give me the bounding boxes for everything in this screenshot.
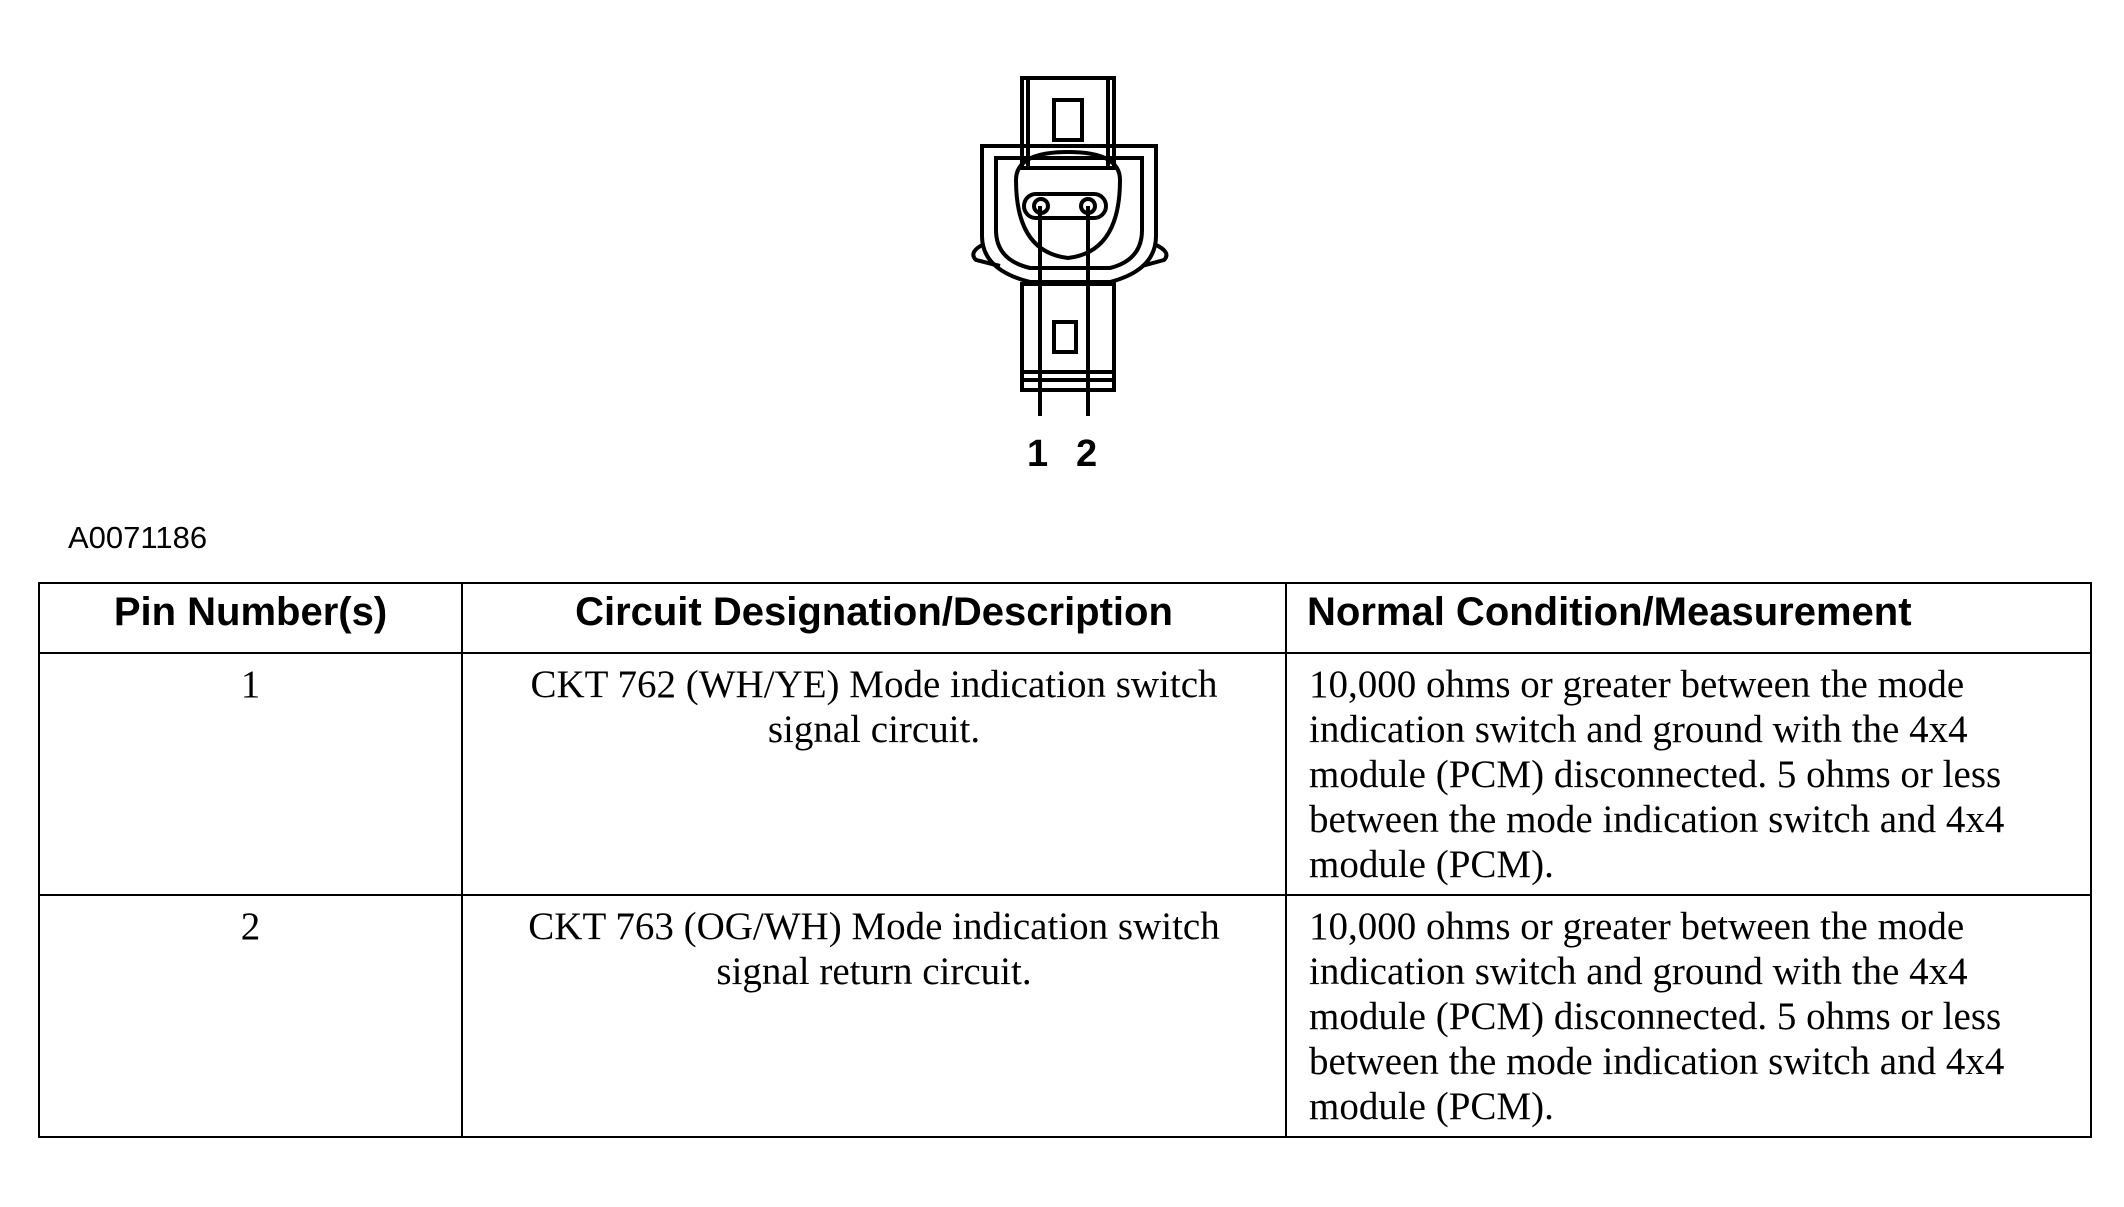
cell-normal: 10,000 ohms or greater between the mode … [1285,652,2092,896]
pinout-table: Pin Number(s) Circuit Designation/Descri… [38,582,2092,1138]
cell-circuit: CKT 763 (OG/WH) Mode indication switch s… [461,894,1287,1138]
terminal-bar [1022,192,1108,220]
connector-diagram: 1 2 [960,60,1200,480]
pin-label-2: 2 [1076,433,1097,475]
pin-label-1: 1 [1027,433,1048,475]
table-header-row: Pin Number(s) Circuit Designation/Descri… [38,582,2092,654]
cell-circuit: CKT 762 (WH/YE) Mode indication switch s… [461,652,1287,896]
connector-top-tab [1020,76,1116,170]
header-normal-condition: Normal Condition/Measurement [1285,582,2092,654]
table-row: 1 CKT 762 (WH/YE) Mode indication switch… [38,652,2092,896]
cell-normal: 10,000 ohms or greater between the mode … [1285,894,2092,1138]
figure-id: A0071186 [68,520,208,555]
cell-pin: 1 [38,652,463,896]
cell-pin: 2 [38,894,463,1138]
header-circuit-description: Circuit Designation/Description [461,582,1287,654]
connector-drawing: 1 2 [971,76,1169,475]
connector-lower-body [1020,282,1116,392]
table-row: 2 CKT 763 (OG/WH) Mode indication switch… [38,894,2092,1138]
header-pin-number: Pin Number(s) [38,582,463,654]
